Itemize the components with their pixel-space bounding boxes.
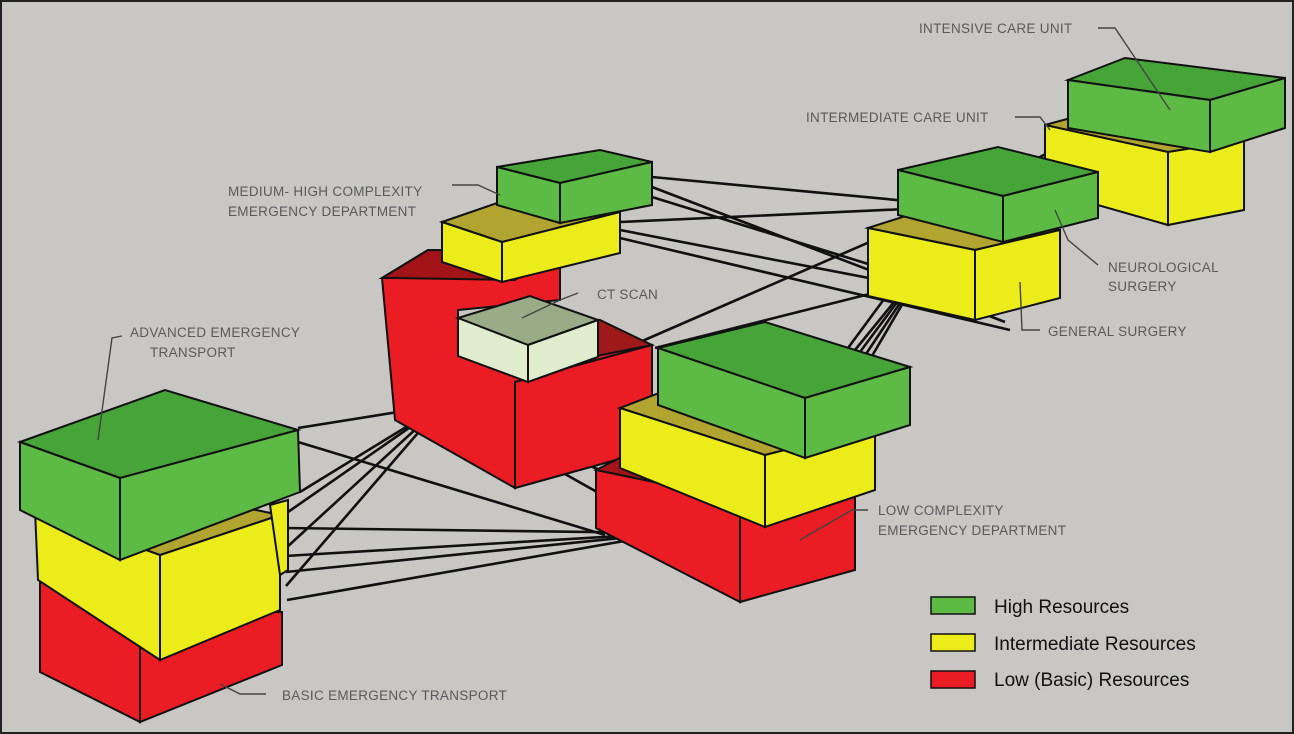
- legend-label-high: High Resources: [994, 597, 1129, 618]
- legend: High Resources Intermediate Resources Lo…: [930, 596, 1196, 691]
- label-low-ed-line2: EMERGENCY DEPARTMENT: [878, 523, 1066, 538]
- low-ed-green-block: [654, 320, 914, 460]
- legend-swatch-intermediate: [930, 633, 976, 652]
- legend-label-low: Low (Basic) Resources: [994, 670, 1189, 691]
- legend-swatch-low: [930, 670, 976, 689]
- icu-green-block: [1064, 56, 1286, 154]
- label-intensive-care: INTENSIVE CARE UNIT: [919, 21, 1072, 36]
- surgery-green-block: [897, 145, 1099, 244]
- label-basic-transport: BASIC EMERGENCY TRANSPORT: [282, 688, 507, 703]
- label-intermediate-care: INTERMEDIATE CARE UNIT: [806, 110, 989, 125]
- legend-swatch-high: [930, 596, 976, 615]
- legend-label-intermediate: Intermediate Resources: [994, 634, 1196, 655]
- leader-lines: [97, 27, 1171, 695]
- label-medium-high-ed-line2: EMERGENCY DEPARTMENT: [228, 204, 416, 219]
- label-neurological-line1: NEUROLOGICAL: [1108, 260, 1219, 275]
- label-medium-high-ed-line1: MEDIUM- HIGH COMPLEXITY: [228, 184, 422, 199]
- ct-scan-block: [454, 294, 601, 384]
- label-advanced-transport-line2: TRANSPORT: [150, 345, 236, 360]
- medium-high-ed-green-block: [496, 148, 653, 225]
- transport-green-block: [17, 388, 302, 562]
- label-general-surgery: GENERAL SURGERY: [1048, 324, 1187, 339]
- surgery-yellow-block: [864, 211, 1061, 322]
- label-neurological-line2: SURGERY: [1108, 279, 1177, 294]
- label-low-ed-line1: LOW COMPLEXITY: [878, 503, 1004, 518]
- label-advanced-transport-line1: ADVANCED EMERGENCY: [130, 325, 300, 340]
- label-ct-scan: CT SCAN: [597, 287, 658, 302]
